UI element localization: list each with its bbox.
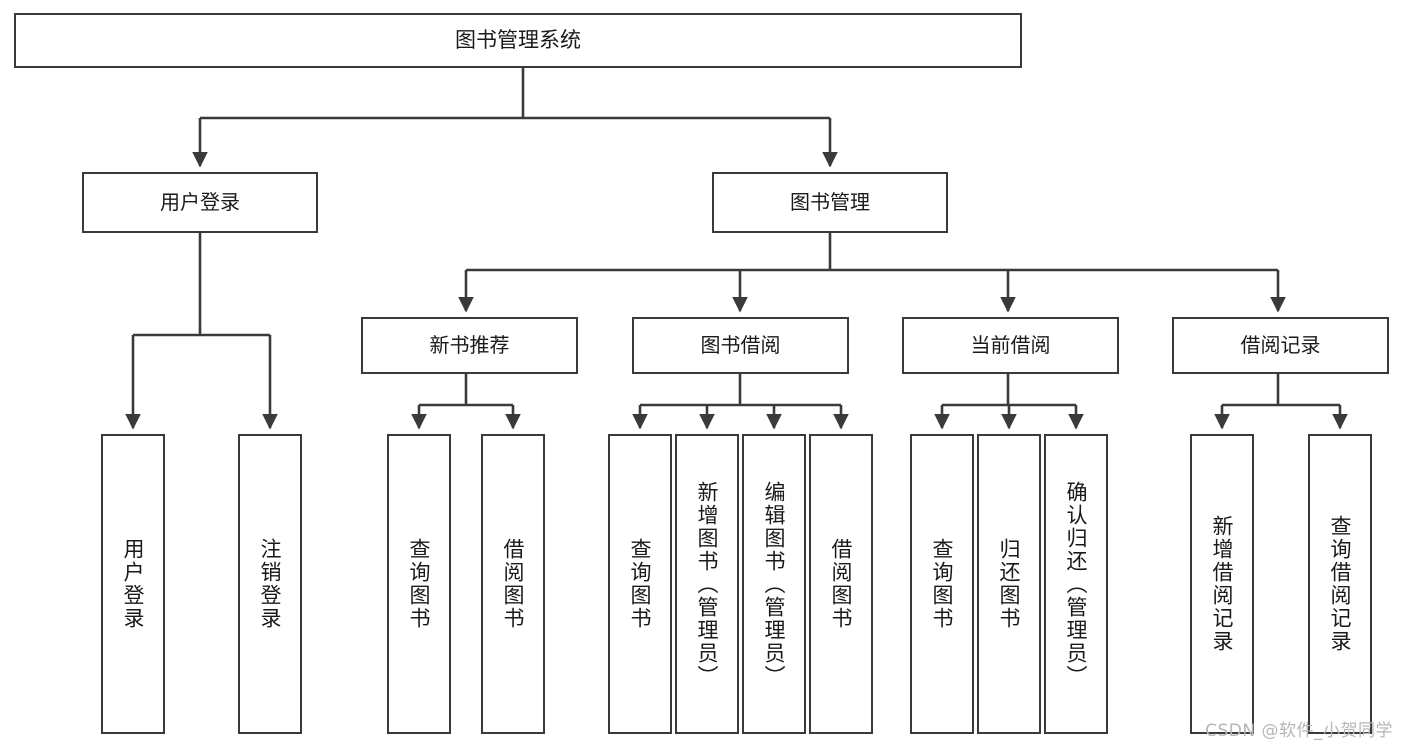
node-borrow-record[interactable]: 借阅记录 [1172, 317, 1389, 374]
node-leaf-add-book[interactable]: 新增图书（管理员） [675, 434, 739, 734]
node-label: 图书借阅 [700, 332, 781, 357]
node-current-borrow[interactable]: 当前借阅 [902, 317, 1119, 374]
node-label: 编辑图书（管理员） [762, 480, 787, 688]
node-label: 查询图书 [407, 538, 432, 630]
node-leaf-confirm-return[interactable]: 确认归还（管理员） [1044, 434, 1108, 734]
node-label: 借阅图书 [829, 538, 854, 630]
node-leaf-borrow-book-1[interactable]: 借阅图书 [481, 434, 545, 734]
node-label: 当前借阅 [970, 332, 1051, 357]
node-label: 注销登录 [258, 538, 283, 630]
node-label: 图书管理系统 [455, 28, 581, 53]
node-leaf-add-record[interactable]: 新增借阅记录 [1190, 434, 1254, 734]
node-root-system[interactable]: 图书管理系统 [14, 13, 1022, 68]
node-leaf-query-record[interactable]: 查询借阅记录 [1308, 434, 1372, 734]
node-label: 新增借阅记录 [1210, 515, 1235, 653]
node-user-login[interactable]: 用户登录 [82, 172, 318, 233]
node-label: 用户登录 [121, 538, 146, 630]
node-label: 查询借阅记录 [1328, 515, 1353, 653]
node-label: 确认归还（管理员） [1064, 480, 1089, 688]
node-label: 归还图书 [997, 538, 1022, 630]
node-book-borrow[interactable]: 图书借阅 [632, 317, 849, 374]
node-label: 借阅记录 [1240, 332, 1321, 357]
node-leaf-user-login[interactable]: 用户登录 [101, 434, 165, 734]
node-leaf-return-book[interactable]: 归还图书 [977, 434, 1041, 734]
node-label: 新增图书（管理员） [695, 480, 720, 688]
node-leaf-borrow-book-2[interactable]: 借阅图书 [809, 434, 873, 734]
node-leaf-query-book-3[interactable]: 查询图书 [910, 434, 974, 734]
node-leaf-query-book-2[interactable]: 查询图书 [608, 434, 672, 734]
node-label: 用户登录 [160, 189, 240, 214]
node-label: 查询图书 [628, 538, 653, 630]
node-leaf-edit-book[interactable]: 编辑图书（管理员） [742, 434, 806, 734]
node-leaf-query-book-1[interactable]: 查询图书 [387, 434, 451, 734]
watermark-text: CSDN @软件_小贺同学 [1205, 721, 1393, 741]
node-label: 图书管理 [790, 189, 870, 214]
node-label: 新书推荐 [429, 332, 510, 357]
node-label: 查询图书 [930, 538, 955, 630]
node-leaf-logout-login[interactable]: 注销登录 [238, 434, 302, 734]
node-new-book-recommend[interactable]: 新书推荐 [361, 317, 578, 374]
node-label: 借阅图书 [501, 538, 526, 630]
node-book-manage[interactable]: 图书管理 [712, 172, 948, 233]
